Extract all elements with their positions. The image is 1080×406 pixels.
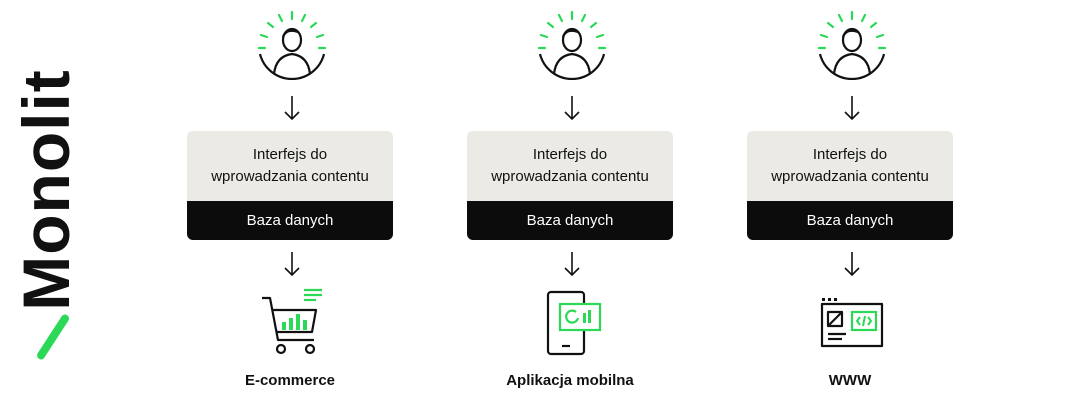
content-interface-block: Interfejs do wprowadzania contentu [467,131,673,201]
brand-logo: Monolit [0,0,140,406]
database-block: Baza danych [747,201,953,240]
arrow-down-icon [844,96,860,121]
database-block: Baza danych [187,201,393,240]
arrow-down-icon [564,96,580,121]
content-interface-label-line2: wprowadzania contentu [211,168,369,185]
content-interface-label-line1: Interfejs do [532,146,608,163]
arrow-down-icon [564,252,580,277]
content-interface-label-line1: Interfejs do [252,146,328,163]
arrow-down-icon [844,252,860,277]
shopping-cart-icon [262,288,322,355]
cms-stack: Interfejs do wprowadzania contentu Baza … [467,131,673,240]
target-label: WWW [828,372,872,389]
brand-slash-icon [35,313,71,361]
person-icon [817,10,887,80]
mobile-app-icon [546,290,602,356]
cms-stack: Interfejs do wprowadzania contentu Baza … [747,131,953,240]
arrow-down-icon [284,252,300,277]
website-icon [820,298,884,348]
column-ecommerce: Interfejs do wprowadzania contentu Baza … [187,0,393,406]
content-interface-label-line1: Interfejs do [812,146,888,163]
target-label: Aplikacja mobilna [506,372,634,389]
target-label: E-commerce [244,372,336,389]
content-interface-label-line2: wprowadzania contentu [491,168,649,185]
column-mobile: Interfejs do wprowadzania contentu Baza … [467,0,673,406]
database-block: Baza danych [467,201,673,240]
person-icon [537,10,607,80]
content-interface-block: Interfejs do wprowadzania contentu [187,131,393,201]
content-interface-label-line2: wprowadzania contentu [771,168,929,185]
arrow-down-icon [284,96,300,121]
content-interface-block: Interfejs do wprowadzania contentu [747,131,953,201]
column-www: Interfejs do wprowadzania contentu Baza … [747,0,953,406]
brand-title: Monolit [9,69,83,311]
cms-stack: Interfejs do wprowadzania contentu Baza … [187,131,393,240]
person-icon [257,10,327,80]
